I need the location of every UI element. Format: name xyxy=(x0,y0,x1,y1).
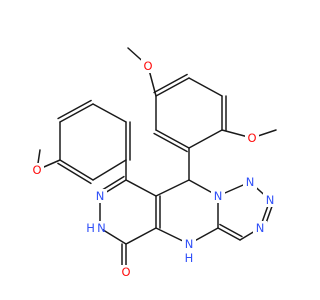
bond-line xyxy=(217,227,241,241)
nitrogen-label-bridgehead: N xyxy=(214,189,223,203)
oxygen-label-carbonyl-background xyxy=(119,265,133,279)
oxygen-label-methoxy-left-background xyxy=(30,163,44,177)
hydrogen-label-amine-background xyxy=(182,251,196,265)
nitrogen-label-tetrazole-2-background xyxy=(263,193,277,207)
nitrogen-label-nh: H N xyxy=(86,221,106,235)
bond-line xyxy=(92,103,127,123)
bond-line xyxy=(59,159,94,181)
nitrogen-label-tetrazole-3: N xyxy=(256,221,265,235)
bond-line xyxy=(219,223,243,238)
bond-line xyxy=(155,129,190,149)
bond-line xyxy=(92,159,127,181)
nitrogen-label-amine: N xyxy=(185,237,194,251)
nitrogen-label-tetrazole-1-background xyxy=(243,175,257,189)
bond-line xyxy=(153,132,188,153)
bond-line xyxy=(125,179,157,197)
oxygen-label-methoxy-left: O xyxy=(32,163,41,177)
bond-line xyxy=(153,73,188,94)
nitrogen-label-pyridazine: N xyxy=(96,189,105,203)
bond-line xyxy=(57,162,92,185)
nitrogen-label-tetrazole-1: N xyxy=(246,175,255,189)
nitrogen-label-pyridazine-background xyxy=(93,189,107,203)
oxygen-label-methoxy-top-background xyxy=(141,59,155,73)
bond-line xyxy=(188,77,223,97)
hydrogen-label-amine: H xyxy=(185,251,194,265)
bond-line xyxy=(57,99,92,120)
nitrogen-label-tetrazole-3-background xyxy=(253,221,267,235)
bond-line xyxy=(99,227,127,245)
nitrogen-label-tetrazole-2: N xyxy=(266,193,275,207)
bond-line xyxy=(155,179,190,197)
bond-line xyxy=(59,103,94,123)
nitrogen-label-nh-background xyxy=(89,221,103,235)
bond-line xyxy=(125,227,157,245)
oxygen-label-methoxy-top: O xyxy=(143,59,152,73)
nitrogen-label-amine-background xyxy=(182,237,196,251)
oxygen-label-carbonyl: O xyxy=(121,265,130,279)
bond-lines xyxy=(36,47,277,273)
nitrogen-label-bridgehead-background xyxy=(211,189,225,203)
bond-line xyxy=(188,129,223,149)
bond-line xyxy=(155,77,190,97)
oxygen-label-methoxy-right-background xyxy=(245,131,259,145)
oxygen-label-methoxy-right: O xyxy=(247,131,256,145)
